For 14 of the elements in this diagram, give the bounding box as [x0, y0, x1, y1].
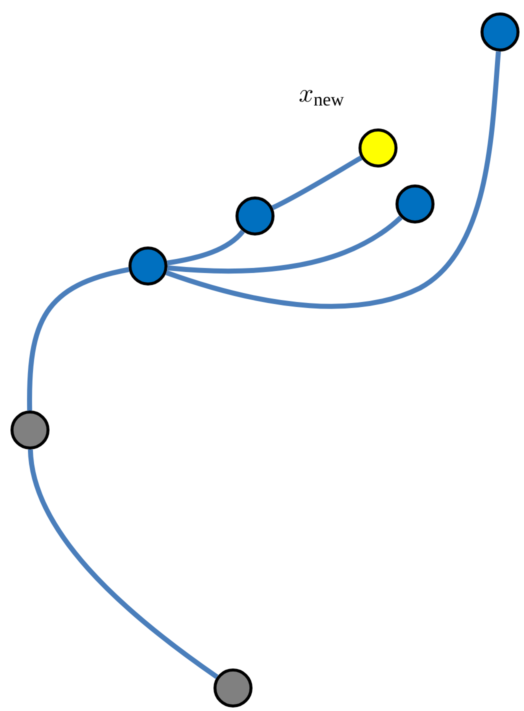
point-circle: [480, 12, 520, 52]
curve-line: [166, 230, 245, 266]
point-circle: [396, 184, 434, 224]
curve-line: [167, 215, 402, 274]
curve-line: [28, 449, 218, 679]
point-circle: [358, 128, 398, 168]
point-circle: [236, 196, 274, 236]
point-circle: [10, 410, 50, 450]
point-circle: [128, 246, 168, 286]
curve-line: [166, 51, 501, 309]
curve-line: [27, 267, 130, 410]
curve-line: [272, 156, 362, 210]
point-circle: [214, 668, 252, 708]
point-label: $x_{\mathrm{new}}$: [300, 90, 344, 106]
